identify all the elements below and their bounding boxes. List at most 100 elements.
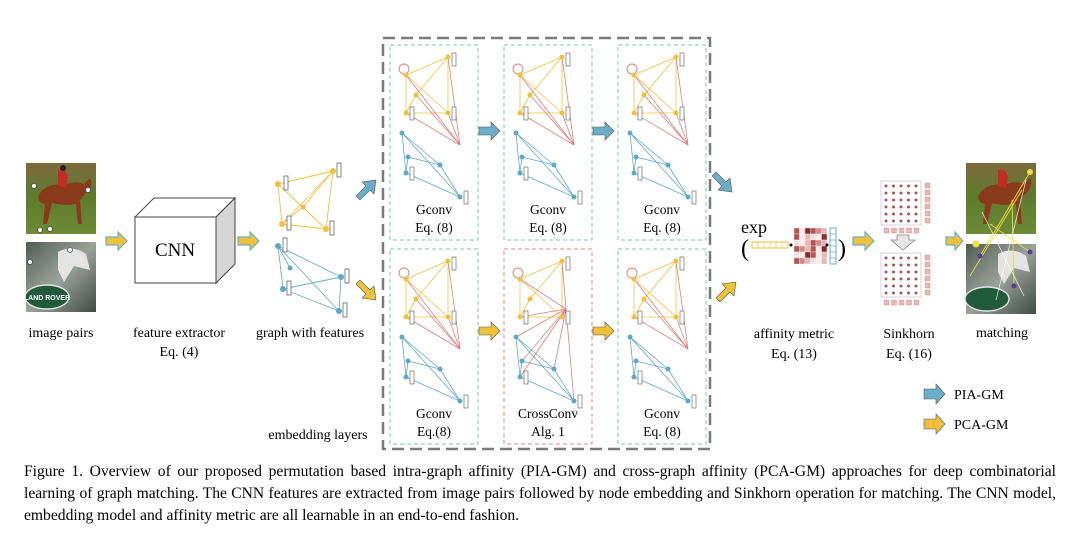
sinkhorn-matrix-output — [880, 252, 931, 306]
matrix-cell — [793, 251, 800, 259]
cnn-feature-extractor: CNN feature extractor Eq. (4) — [133, 196, 237, 360]
dot-op-1 — [789, 243, 793, 247]
pia-arrow-1 — [478, 121, 501, 141]
matrix-cell — [821, 227, 828, 235]
matrix-cell — [793, 257, 800, 265]
panel-title: CrossConv — [518, 406, 578, 421]
legend-label: PCA-GM — [954, 418, 1009, 433]
panel-equation: Alg. 1 — [531, 424, 565, 439]
panel-title: Gconv — [416, 406, 452, 421]
sinkhorn-eq: Eq. (16) — [886, 347, 932, 362]
panel-graph-sketch — [626, 52, 697, 205]
matrix-cell — [804, 233, 811, 241]
matrix-cell — [815, 239, 822, 247]
matrix-cell — [810, 239, 817, 247]
panel-graph-sketch — [512, 52, 583, 205]
legend: PIA-GM PCA-GM — [923, 383, 1009, 435]
matrix-cell — [799, 233, 806, 241]
matrix-cell — [793, 233, 800, 241]
embedding-layers: embedding layers — [268, 36, 712, 451]
sinkhorn-down-arrow — [889, 234, 917, 251]
affinity-metric-label: affinity metric — [754, 327, 834, 342]
arrow-to-matching — [945, 230, 964, 252]
pca-arrow-1 — [478, 321, 501, 341]
dot-op-2 — [825, 243, 829, 247]
matrix-cell — [804, 227, 811, 235]
panel-title: Gconv — [644, 406, 680, 421]
feature-extractor-label: feature extractor — [133, 326, 225, 341]
matrix-cell — [815, 257, 822, 265]
panel-title: Gconv — [530, 202, 566, 217]
exp-label: exp — [741, 217, 767, 237]
pca-arrow-2 — [592, 321, 615, 341]
panel-equation: Eq.(8) — [417, 424, 451, 439]
legend-item: PIA-GM — [923, 383, 1004, 405]
matrix-cell — [799, 245, 806, 253]
matrix-cell — [793, 239, 800, 247]
panel-graph-sketch — [512, 256, 583, 409]
graph-with-features: graph with features — [256, 162, 364, 341]
pia-arrow-in — [355, 179, 377, 201]
matrix-cell — [799, 257, 806, 265]
panel-equation: Eq. (8) — [529, 220, 567, 235]
arrow-to-sinkhorn — [852, 230, 875, 252]
matrix-cell — [804, 239, 811, 247]
horse-photo-bottom: LAND ROVER — [24, 242, 96, 312]
panel-equation: Eq. (8) — [643, 424, 681, 439]
matrix-cell — [810, 227, 817, 235]
feature-vector-row — [751, 241, 789, 249]
matrix-cell — [815, 245, 822, 253]
arrow-to-graph — [237, 230, 260, 252]
matrix-cell — [815, 227, 822, 235]
matrix-cell — [804, 257, 811, 265]
pia-arrow-out — [711, 171, 733, 193]
figure-caption: Figure 1. Overview of our proposed permu… — [24, 463, 1056, 524]
matrix-cell — [821, 233, 828, 241]
matrix-cell — [815, 251, 822, 259]
panel-graph-sketch — [398, 256, 469, 409]
image-pairs: LAND ROVER image pairs — [24, 163, 96, 341]
matrix-cell — [810, 233, 817, 241]
panel-equation: Eq. (8) — [415, 220, 453, 235]
matrix-cell — [799, 239, 806, 247]
affinity-metric: exp ( ) affinity metric Eq. (13) — [741, 217, 846, 362]
paren-open: ( — [741, 236, 749, 262]
matrix-cell — [804, 251, 811, 259]
arrow-to-cnn — [105, 230, 128, 252]
matrix-cell — [815, 233, 822, 241]
legend-label: PIA-GM — [954, 388, 1004, 403]
matrix-cell — [793, 245, 800, 253]
sinkhorn-label: Sinkhorn — [883, 327, 934, 342]
pca-arrow-in — [355, 279, 377, 301]
affinity-metric-eq: Eq. (13) — [771, 347, 817, 362]
cnn-label: CNN — [155, 240, 195, 261]
sinkhorn-matrix-input — [880, 180, 931, 234]
matrix-cell — [810, 257, 817, 265]
land-rover-text: LAND ROVER — [24, 295, 70, 302]
image-pairs-label: image pairs — [29, 326, 94, 341]
panel-title: Gconv — [416, 202, 452, 217]
matrix-cell — [810, 251, 817, 259]
matrix-cell — [804, 245, 811, 253]
panel-equation: Eq. (8) — [643, 220, 681, 235]
matrix-cell — [821, 251, 828, 259]
matching-result: matching — [964, 163, 1036, 341]
pia-arrow-2 — [592, 121, 615, 141]
panel-arrows — [478, 121, 615, 341]
graph-with-features-label: graph with features — [256, 326, 364, 341]
paren-close: ) — [838, 236, 846, 262]
feature-extractor-eq: Eq. (4) — [160, 345, 199, 360]
matrix-cell — [821, 245, 828, 253]
matrix-cell — [799, 251, 806, 259]
embedding-layers-label: embedding layers — [268, 428, 367, 443]
legend-item: PCA-GM — [923, 413, 1009, 435]
matrix-cell — [821, 257, 828, 265]
panel-title: Gconv — [644, 202, 680, 217]
